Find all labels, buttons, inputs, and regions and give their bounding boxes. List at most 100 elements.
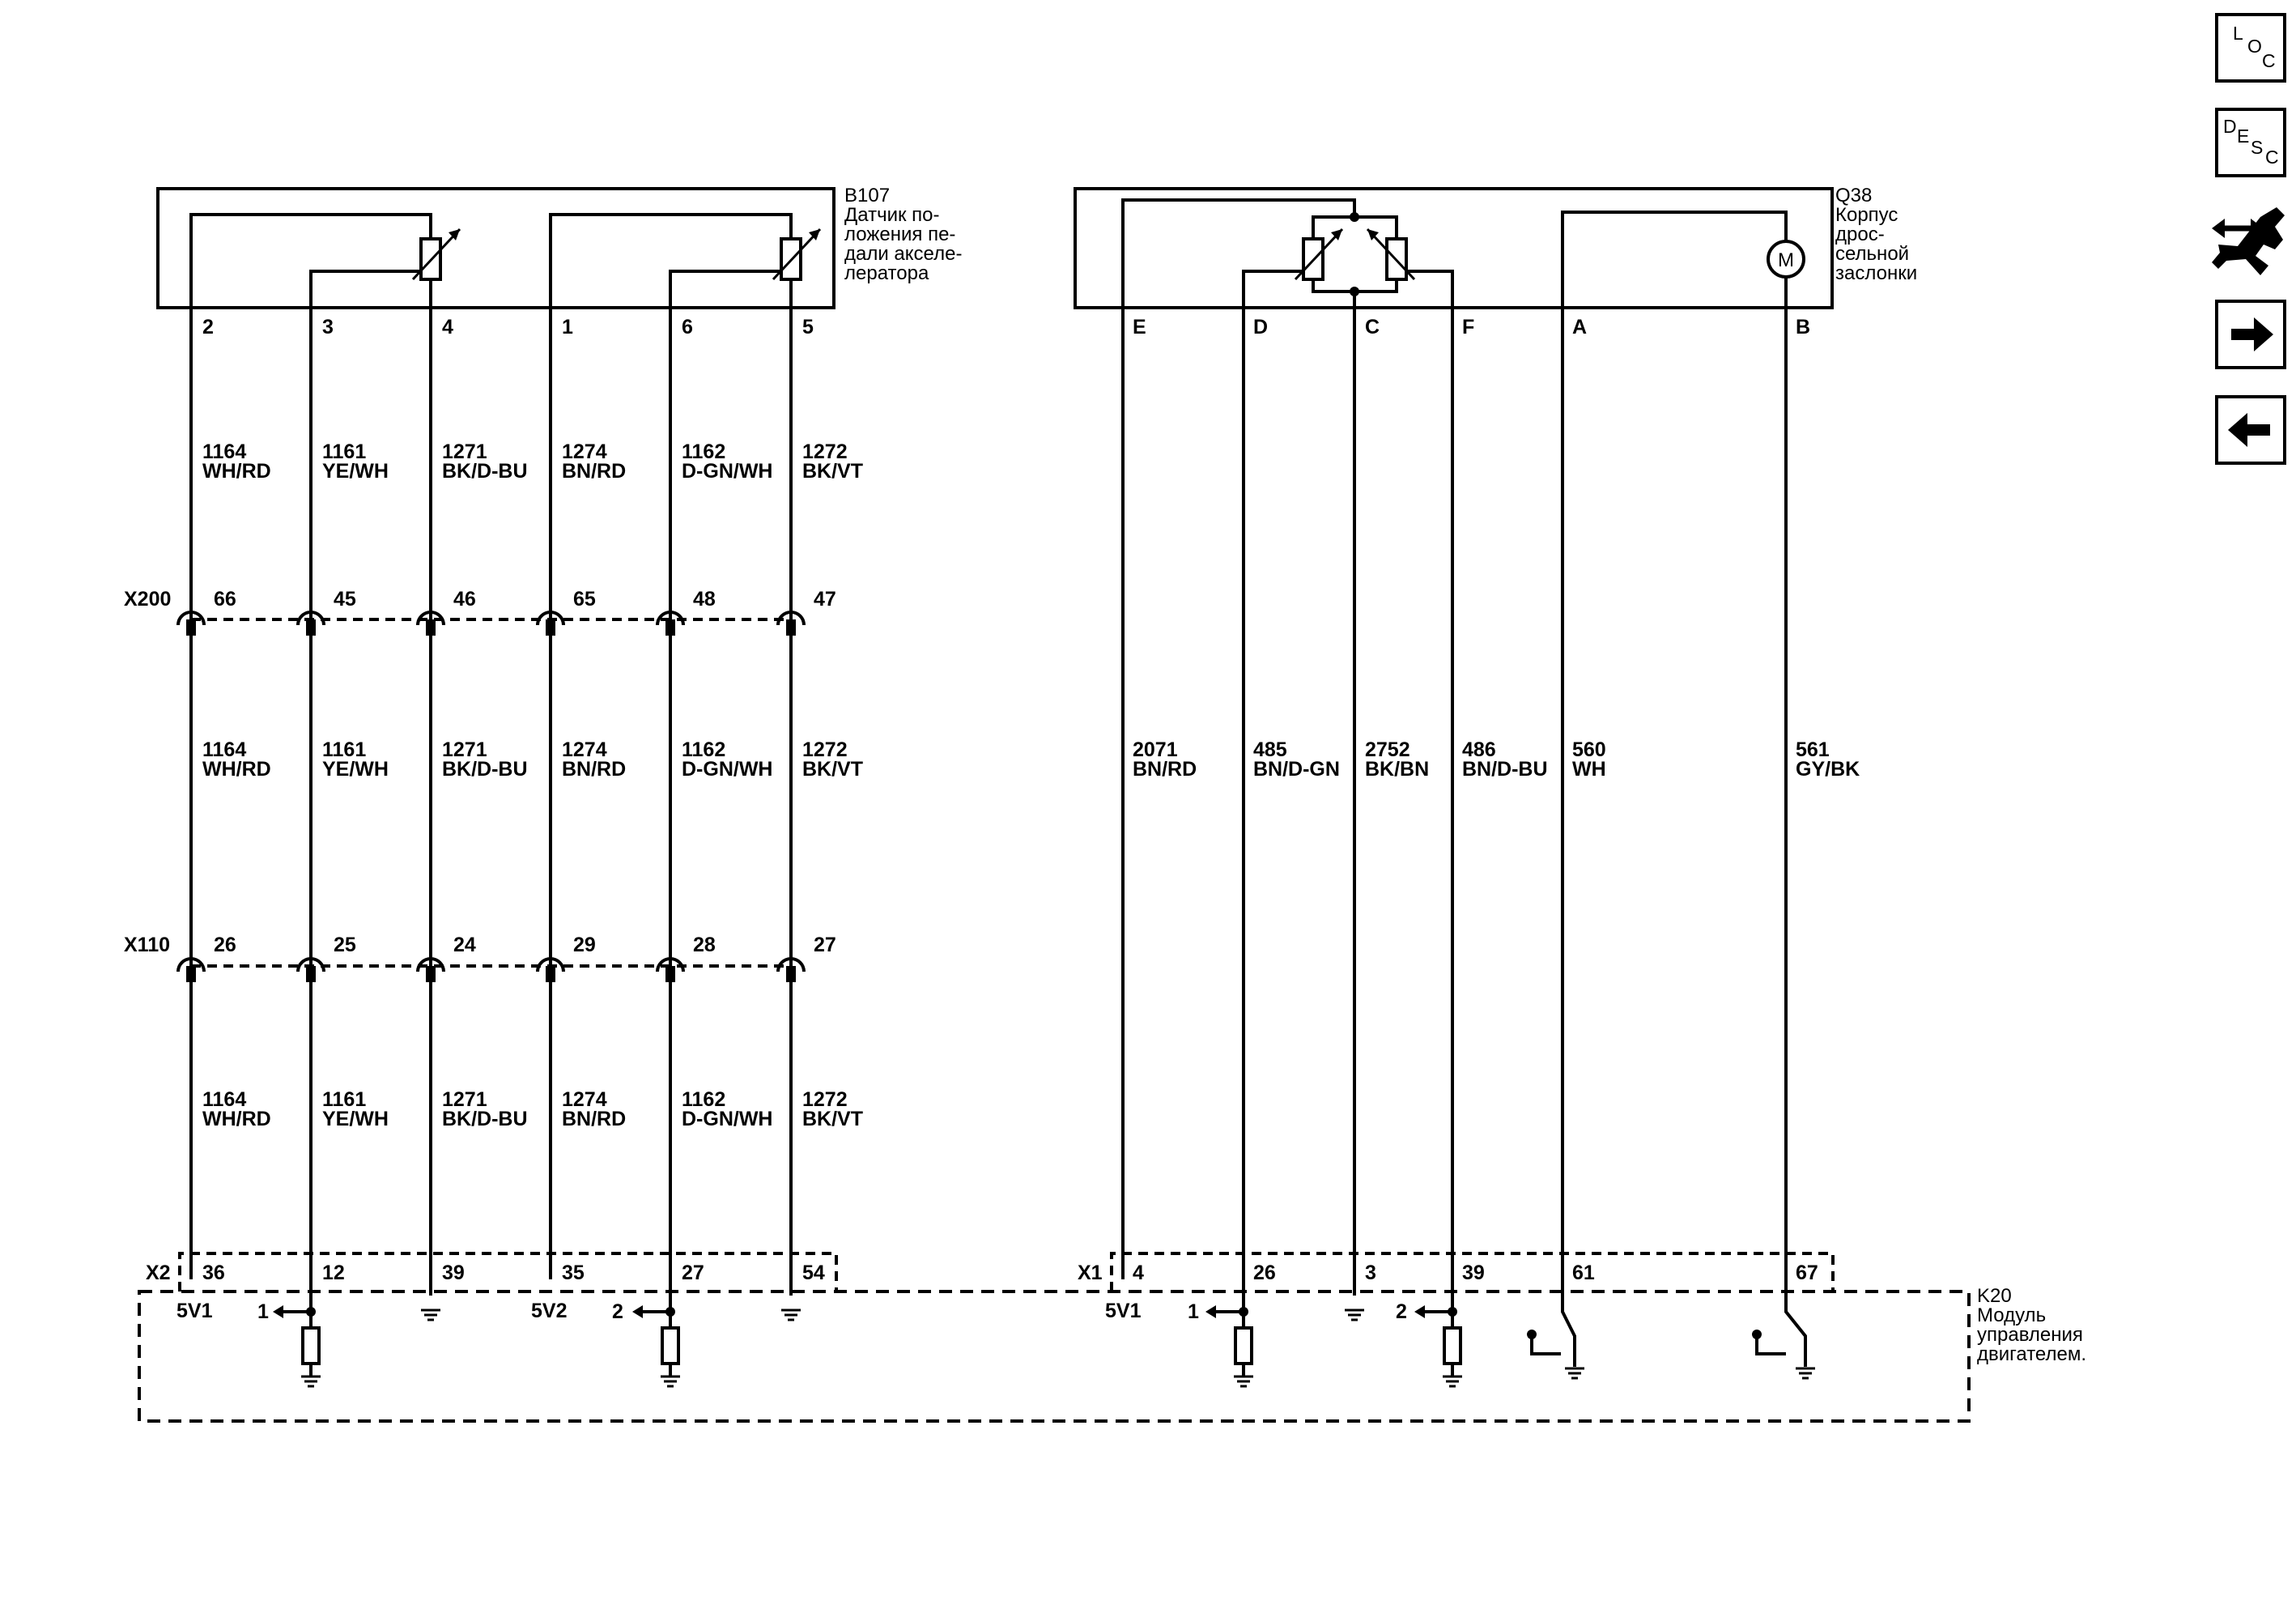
- q38-internal-wiring: [1121, 198, 1788, 308]
- b107-internal-wiring: [189, 213, 793, 308]
- right-wires: [1121, 308, 1807, 1367]
- svg-text:47: 47: [814, 588, 836, 611]
- svg-text:36: 36: [202, 1262, 225, 1284]
- svg-text:GY/BK: GY/BK: [1796, 758, 1860, 781]
- svg-text:66: 66: [214, 588, 236, 611]
- q38-pins: E D C F A B: [1133, 316, 1810, 338]
- k20-sig-2-left: 2: [612, 1300, 623, 1323]
- forward-button[interactable]: [2215, 300, 2286, 369]
- k20-module-box: [138, 1290, 1971, 1423]
- q38-desc-4: заслонки: [1835, 262, 1917, 284]
- svg-text:1162: 1162: [682, 1088, 725, 1111]
- svg-text:48: 48: [693, 588, 716, 611]
- svg-text:26: 26: [214, 934, 236, 956]
- k20-sig-1-right: 1: [1188, 1300, 1199, 1323]
- svg-text:486: 486: [1462, 738, 1496, 761]
- q38-desc-2: дрос-: [1835, 223, 1885, 245]
- k20-ref-5v2: 5V2: [531, 1300, 567, 1322]
- svg-text:1272: 1272: [802, 1088, 848, 1111]
- svg-text:YE/WH: YE/WH: [322, 758, 389, 781]
- back-button[interactable]: [2215, 395, 2286, 465]
- svg-text:BN/RD: BN/RD: [562, 460, 626, 483]
- svg-text:2: 2: [202, 316, 214, 338]
- connector-tool-icon[interactable]: [2210, 202, 2288, 280]
- b107-sensor-2: [772, 228, 822, 281]
- b107-desc-3: дали акселе-: [844, 243, 962, 265]
- svg-text:1274: 1274: [562, 440, 607, 463]
- svg-text:E: E: [1133, 316, 1146, 338]
- svg-text:1271: 1271: [442, 440, 487, 463]
- svg-text:1271: 1271: [442, 1088, 487, 1111]
- x110-label: X110: [124, 934, 170, 956]
- svg-text:BK/VT: BK/VT: [802, 460, 863, 483]
- arrow-left-icon: [2228, 413, 2270, 447]
- k20-sig-1-left: 1: [257, 1300, 269, 1323]
- svg-text:46: 46: [453, 588, 476, 611]
- svg-text:D-GN/WH: D-GN/WH: [682, 1108, 772, 1130]
- q38-junction-bottom: [1350, 287, 1359, 296]
- svg-text:YE/WH: YE/WH: [322, 460, 389, 483]
- q38-sensor-1: [1294, 228, 1344, 281]
- svg-text:3: 3: [322, 316, 334, 338]
- b107-desc-2: ложения пе-: [844, 223, 955, 245]
- svg-text:4: 4: [442, 316, 453, 338]
- b107-sensor-1: [411, 228, 461, 281]
- svg-text:1161: 1161: [322, 1088, 366, 1111]
- left-wires: [189, 308, 793, 1312]
- q38-desc-1: Корпус: [1835, 204, 1898, 226]
- svg-text:1272: 1272: [802, 738, 848, 761]
- desc-letter-d: D: [2223, 116, 2237, 137]
- svg-text:1164: 1164: [202, 440, 246, 463]
- svg-text:BK/BN: BK/BN: [1365, 758, 1429, 781]
- svg-text:2071: 2071: [1133, 738, 1178, 761]
- svg-text:45: 45: [334, 588, 356, 611]
- svg-text:1164: 1164: [202, 1088, 246, 1111]
- svg-text:WH/RD: WH/RD: [202, 1108, 271, 1130]
- k20-sig-2-right: 2: [1396, 1300, 1407, 1323]
- svg-text:12: 12: [322, 1262, 345, 1284]
- svg-text:BK/VT: BK/VT: [802, 758, 863, 781]
- svg-text:BN/RD: BN/RD: [562, 1108, 626, 1130]
- svg-text:1164: 1164: [202, 738, 246, 761]
- svg-text:561: 561: [1796, 738, 1830, 761]
- svg-text:A: A: [1572, 316, 1587, 338]
- svg-text:1162: 1162: [682, 440, 725, 463]
- svg-text:35: 35: [562, 1262, 585, 1284]
- svg-text:D-GN/WH: D-GN/WH: [682, 758, 772, 781]
- loc-letter-o: O: [2247, 36, 2262, 57]
- svg-text:F: F: [1462, 316, 1474, 338]
- x200-label: X200: [124, 588, 171, 611]
- svg-text:BK/D-BU: BK/D-BU: [442, 460, 528, 483]
- desc-letter-s: S: [2251, 137, 2264, 158]
- k20-desc-1: Модуль: [1977, 1304, 2046, 1326]
- svg-text:67: 67: [1796, 1262, 1818, 1284]
- svg-text:39: 39: [1462, 1262, 1485, 1284]
- k20-ref-5v1-left: 5V1: [176, 1300, 213, 1322]
- b107-desc-4: лератора: [844, 262, 929, 284]
- b107-desc-1: Датчик по-: [844, 204, 939, 226]
- svg-text:1272: 1272: [802, 440, 848, 463]
- x1-dashed-box: [1110, 1252, 1835, 1291]
- svg-text:M: M: [1778, 249, 1794, 271]
- svg-text:1162: 1162: [682, 738, 725, 761]
- svg-text:3: 3: [1365, 1262, 1376, 1284]
- svg-text:C: C: [1365, 316, 1380, 338]
- svg-text:24: 24: [453, 934, 476, 956]
- b107-id: B107: [844, 185, 890, 206]
- k20-desc-2: управления: [1977, 1324, 2083, 1346]
- svg-text:54: 54: [802, 1262, 825, 1284]
- x200-pins: 66 45 46 65 48 47: [214, 588, 836, 611]
- svg-text:485: 485: [1253, 738, 1287, 761]
- x1-pins: 4 26 3 39 61 67: [1133, 1262, 1818, 1284]
- svg-text:D: D: [1253, 316, 1268, 338]
- desc-button[interactable]: D E S C: [2215, 108, 2286, 177]
- loc-button[interactable]: L O C: [2215, 13, 2286, 83]
- svg-text:1161: 1161: [322, 440, 366, 463]
- motor-icon: M: [1767, 240, 1805, 279]
- desc-letter-e: E: [2237, 126, 2250, 147]
